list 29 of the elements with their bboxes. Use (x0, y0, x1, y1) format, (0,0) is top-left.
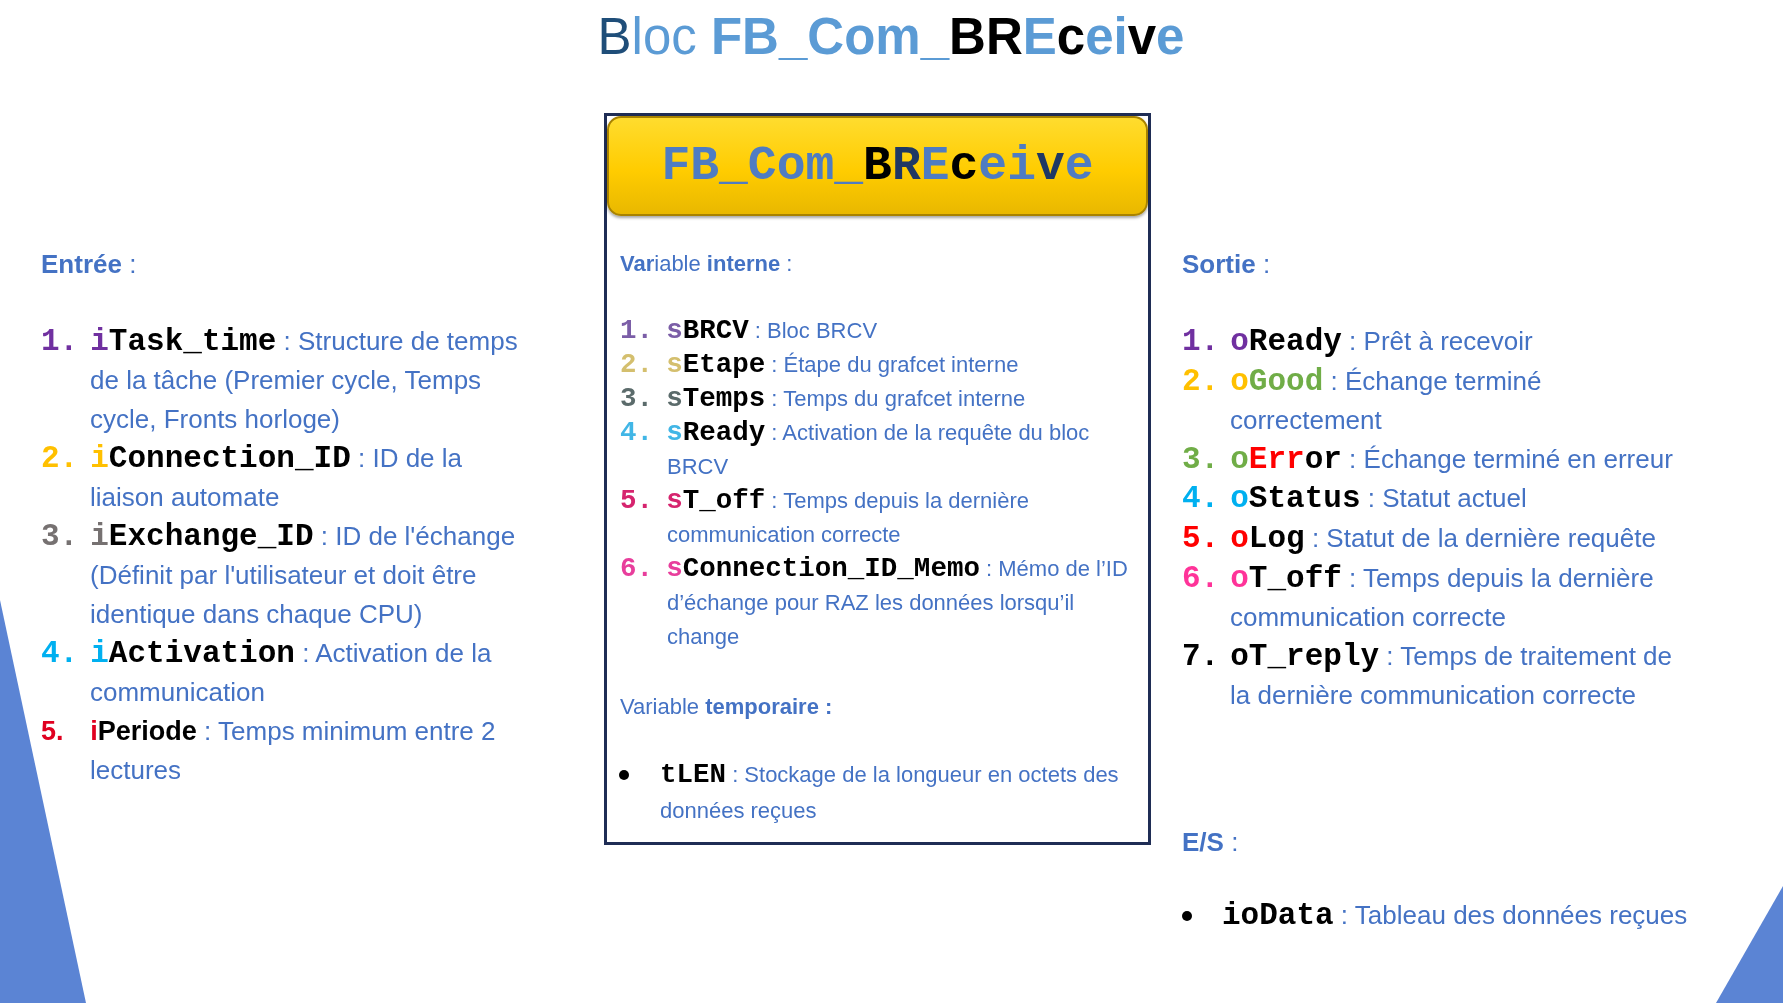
parameter-description: 1. oReady : Prêt à recevoir (1182, 323, 1533, 361)
section-heading: Variable interne : (620, 251, 793, 278)
section-heading: Variable temporaire : (620, 694, 833, 721)
parameter-description: 5. sT_off : Temps depuis la dernière communication correcte (620, 484, 1030, 549)
parameter-description: tLEN : Stockage de la longueur en octets des données reçues (660, 758, 1120, 825)
section-heading: Sortie : (1182, 249, 1271, 281)
function-block-frame (604, 113, 1151, 845)
parameter-description: 2. oGood : Échange terminé correctement (1182, 362, 1543, 438)
parameter-description: 3. iExchange_ID : ID de l'échange (Définit par l'utilisateur et doit être identique dans chaque CPU) (41, 518, 517, 631)
slide-title: Bloc FB_Com_BREceive (597, 7, 1185, 67)
parameter-description: 5. oLog : Statut de la dernière requête (1182, 519, 1656, 558)
parameter-description: 4. oStatus : Statut actuel (1182, 480, 1527, 519)
parameter-description: 1. sBRCV : Bloc BRCV (620, 314, 878, 348)
parameter-description: 7. oT_reply : Temps de traitement de la dernière communication correcte (1182, 637, 1673, 713)
parameter-description: 4. sReady : Activation de la requête du bloc BRCV (620, 416, 1091, 481)
parameter-description: 6. oT_off : Temps depuis la dernière communication correcte (1182, 559, 1655, 635)
parameter-description: 1. iTask_time : Structure de temps de la tâche (Premier cycle, Temps cycle, Fronts horloge) (41, 323, 519, 436)
parameter-description: 6. sConnection_ID_Memo : Mémo de l’ID d’échange pour RAZ les données lorsqu’il change (620, 552, 1129, 651)
parameter-description: 3. sTemps : Temps du grafcet interne (620, 382, 1026, 416)
parameter-description: 2. iConnection_ID : ID de la liaison automate (41, 440, 464, 514)
parameter-description: 4. iActivation : Activation de la communication (41, 635, 493, 709)
section-heading: Entrée : (41, 249, 137, 281)
section-heading: E/S : (1182, 827, 1239, 859)
parameter-description: 2. sEtape : Étape du grafcet interne (620, 348, 1019, 382)
block-name: FB_Com_BREceive (661, 139, 1094, 193)
block-title-bar (607, 116, 1148, 216)
parameter-description: 3. oError : Échange terminé en erreur (1182, 440, 1673, 479)
parameter-description: ioData : Tableau des données reçues (1222, 897, 1688, 935)
parameter-description: 5. iPeriode : Temps minimum entre 2 lectures (41, 715, 497, 787)
